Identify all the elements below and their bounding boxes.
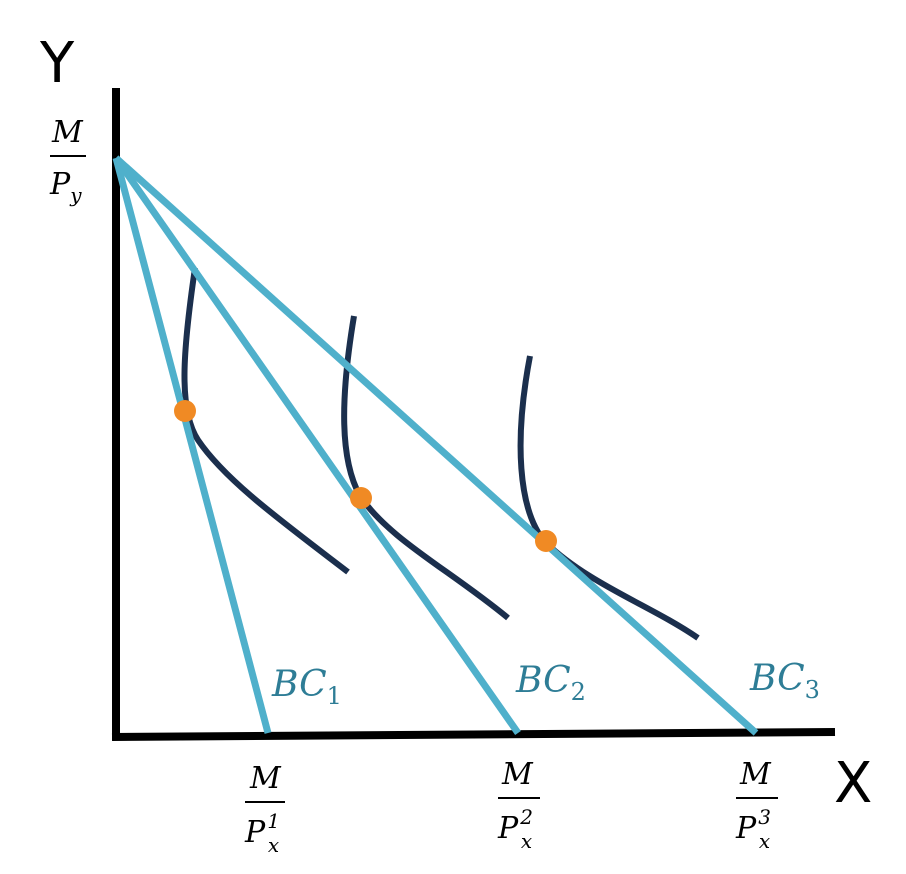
budget-line-2-label: BC2: [515, 660, 586, 706]
budget-line-3: [113, 155, 759, 736]
x-intercept-1-numerator: M: [249, 761, 282, 796]
x-axis: [111, 728, 836, 741]
indifference-curve-2: [341, 315, 510, 621]
x-axis-label: X: [834, 751, 872, 816]
y-intercept-numerator: M: [51, 115, 84, 150]
indifference-curve-1: [181, 267, 350, 575]
budget-line-1-label: BC1: [271, 664, 342, 710]
budget-line-3-label: BC3: [749, 658, 820, 704]
y-intercept-denominator: Py: [49, 167, 82, 207]
tangency-point-1: [174, 400, 196, 422]
tangency-point-3: [535, 530, 557, 552]
y-axis-label: Y: [39, 31, 75, 96]
x-intercept-2-numerator: M: [501, 757, 534, 792]
budget-line-2: [113, 155, 521, 736]
indifference-curve-3: [517, 355, 700, 641]
y-intercept-label: M Py: [49, 115, 86, 207]
budget-line-1: [112, 157, 272, 734]
x-intercept-3-numerator: M: [739, 757, 772, 792]
tangency-point-2: [350, 487, 372, 509]
